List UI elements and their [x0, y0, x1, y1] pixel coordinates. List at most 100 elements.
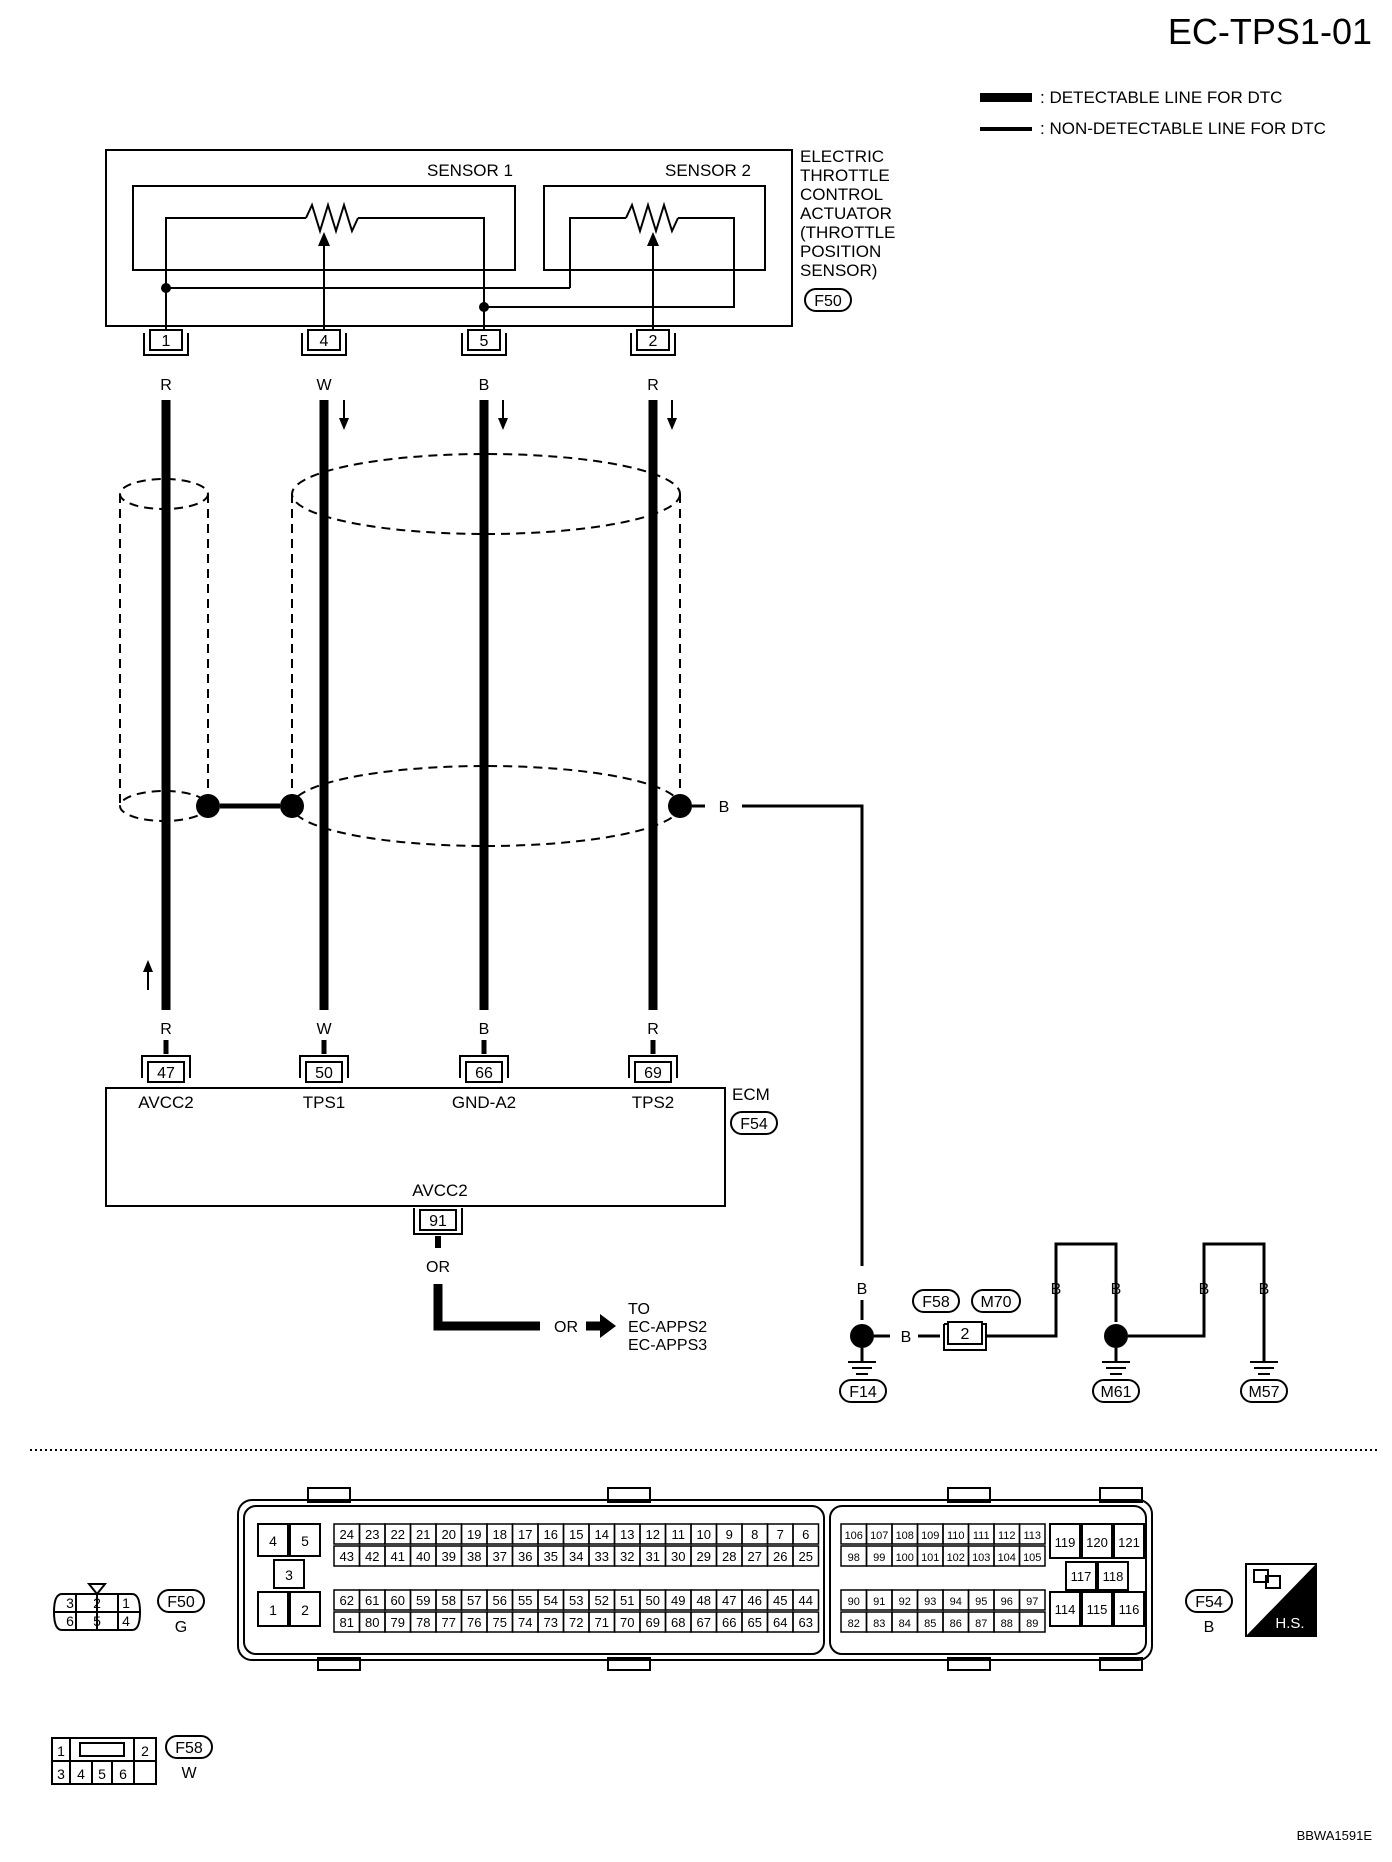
- pin-number: 86: [950, 1618, 962, 1630]
- wire-color-label: R: [160, 377, 172, 394]
- legend-non-detectable: : NON-DETECTABLE LINE FOR DTC: [1040, 119, 1326, 138]
- to-reference: TO EC-APPS2 EC-APPS3: [628, 1301, 712, 1354]
- svg-text:2: 2: [93, 1595, 101, 1611]
- ecm-signal-tps2: TPS2: [632, 1093, 675, 1112]
- pin-number: 84: [899, 1618, 911, 1630]
- pin-number: 40: [416, 1549, 430, 1564]
- pin-number: 26: [773, 1549, 787, 1564]
- ecm-pin-47: 47: [141, 1055, 191, 1083]
- ecm-signal-gnd-a2: GND-A2: [452, 1093, 516, 1112]
- svg-text:4: 4: [320, 333, 329, 350]
- pin-number: 42: [365, 1549, 379, 1564]
- shield-ground-wire: [742, 804, 864, 1266]
- pin-number: 23: [365, 1527, 379, 1542]
- pin-number: 112: [998, 1530, 1016, 1542]
- pin-number: 66: [722, 1615, 736, 1630]
- pin-number: 38: [467, 1549, 481, 1564]
- pin-number: 72: [569, 1615, 583, 1630]
- pin-number: 32: [620, 1549, 634, 1564]
- pin-number: 59: [416, 1593, 430, 1608]
- wire-color-label: B: [1199, 1281, 1210, 1298]
- pin-number: 74: [518, 1615, 532, 1630]
- pin-number: 69: [646, 1615, 660, 1630]
- pin-number: 30: [671, 1549, 685, 1564]
- pin-number: 28: [722, 1549, 736, 1564]
- pin-number: 102: [947, 1552, 965, 1564]
- svg-text:117: 117: [1071, 1569, 1092, 1584]
- pin-number: 107: [870, 1530, 888, 1542]
- pin-number: 54: [544, 1593, 558, 1608]
- throttle-actuator: SENSOR 1 SENSOR 2 ELECTRIC THROTTLE CONT…: [105, 147, 900, 330]
- svg-text:115: 115: [1087, 1602, 1108, 1617]
- pin-number: 20: [442, 1527, 456, 1542]
- pin-number: 98: [848, 1552, 860, 1564]
- shield-wire-color: B: [719, 799, 730, 816]
- pin-number: 94: [950, 1596, 962, 1608]
- pin-number: 12: [646, 1527, 660, 1542]
- wiper-arrow-icon: [318, 232, 330, 246]
- svg-text:47: 47: [157, 1065, 175, 1082]
- pin-number: 90: [848, 1596, 860, 1608]
- pin-number: 92: [899, 1596, 911, 1608]
- pin-number: 96: [1001, 1596, 1013, 1608]
- pin-number: 35: [544, 1549, 558, 1564]
- pin-number: 18: [493, 1527, 507, 1542]
- f54-right-pins: [1049, 1523, 1145, 1627]
- pin-number: 97: [1026, 1596, 1038, 1608]
- pin-number: 89: [1026, 1618, 1038, 1630]
- wire-color-label: B: [857, 1281, 868, 1298]
- f58-label: F58: [175, 1740, 203, 1757]
- ground-label-m57: M57: [1248, 1384, 1279, 1401]
- pin-number: 36: [518, 1549, 532, 1564]
- arrow-right-icon: [600, 1314, 616, 1338]
- svg-text:3: 3: [57, 1766, 65, 1782]
- legend-detectable: : DETECTABLE LINE FOR DTC: [1040, 88, 1282, 107]
- pin-number: 91: [873, 1596, 885, 1608]
- pin-number: 55: [518, 1593, 532, 1608]
- svg-text:69: 69: [644, 1065, 662, 1082]
- pin-number: 60: [391, 1593, 405, 1608]
- pin-number: 43: [340, 1549, 354, 1564]
- sensor1-label: SENSOR 1: [427, 161, 513, 180]
- svg-text:6: 6: [119, 1766, 127, 1782]
- svg-text:5: 5: [98, 1766, 106, 1782]
- pin-cell: [1018, 1545, 1046, 1567]
- svg-text:3: 3: [66, 1595, 74, 1611]
- pin-number: 106: [845, 1530, 863, 1542]
- ground-circuit: B B F14 F58 M70 2 B B M61: [839, 1242, 1288, 1403]
- svg-text:1: 1: [57, 1743, 65, 1759]
- pin-number: 81: [340, 1615, 354, 1630]
- svg-text:H.S.: H.S.: [1275, 1615, 1304, 1632]
- svg-text:1: 1: [122, 1595, 130, 1611]
- svg-text:118: 118: [1103, 1569, 1124, 1584]
- pin-number: 37: [493, 1549, 507, 1564]
- pin-number: 52: [595, 1593, 609, 1608]
- pin-number: 8: [751, 1527, 758, 1542]
- svg-text:1: 1: [269, 1602, 277, 1618]
- svg-text:4: 4: [122, 1613, 130, 1629]
- pin-number: 73: [544, 1615, 558, 1630]
- connector-icon: [1265, 1575, 1281, 1589]
- f54-left-pins: [257, 1523, 321, 1627]
- pin-number: 104: [998, 1552, 1016, 1564]
- wire-color-label: OR: [554, 1319, 578, 1336]
- joint-pin: 2: [961, 1326, 970, 1343]
- actuator-name: ELECTRIC THROTTLE CONTROL ACTUATOR (THRO…: [800, 147, 900, 280]
- svg-text:5: 5: [480, 333, 489, 350]
- svg-text:116: 116: [1119, 1602, 1140, 1617]
- junction-dot: [479, 302, 489, 312]
- wire-color-label: W: [316, 377, 332, 394]
- wire-color-label: B: [479, 377, 490, 394]
- actuator-pins: 1 4 5 2: [143, 329, 676, 356]
- pin-number: 31: [646, 1549, 660, 1564]
- ecm-lower-signal: AVCC2: [412, 1181, 467, 1200]
- arrow-up-icon: [143, 960, 153, 972]
- pin-number: 62: [340, 1593, 354, 1608]
- pin-number: 105: [1023, 1552, 1041, 1564]
- pin-number: 67: [697, 1615, 711, 1630]
- ground-splice-dot: [850, 1324, 874, 1348]
- ground-label-m61: M61: [1100, 1384, 1131, 1401]
- pin-number: 77: [442, 1615, 456, 1630]
